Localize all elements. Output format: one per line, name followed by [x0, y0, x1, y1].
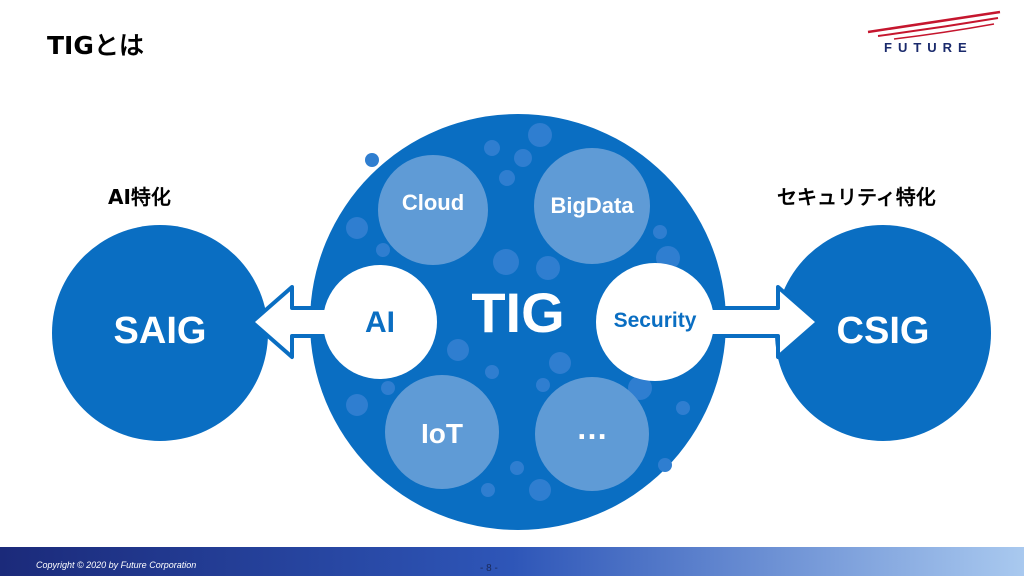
tig-label: TIG — [471, 281, 565, 344]
ai-bubble — [323, 265, 437, 379]
future-logo-icon — [867, 10, 1001, 40]
iot-bubble — [385, 375, 499, 489]
footer-bar — [0, 547, 1024, 576]
security-bubble — [596, 263, 714, 381]
right-caption: セキュリティ特化 — [777, 185, 936, 209]
iot-label: IoT — [421, 418, 463, 449]
left-caption: AI特化 — [108, 185, 171, 209]
page-number: - 8 - — [480, 563, 498, 574]
security-label: Security — [613, 309, 697, 332]
bigdata-label: BigData — [550, 193, 634, 218]
saig-label: SAIG — [113, 310, 207, 352]
more-label: … — [576, 410, 608, 446]
copyright-text: Copyright © 2020 by Future Corporation — [36, 560, 197, 570]
cloud-bubble — [378, 155, 488, 265]
cloud-label: Cloud — [401, 190, 465, 215]
more-bubble — [535, 377, 649, 491]
saig-circle — [52, 225, 268, 441]
logo-text: FUTURE — [884, 40, 973, 55]
csig-label: CSIG — [836, 310, 930, 352]
csig-circle — [775, 225, 991, 441]
page-title: TIGとは — [47, 31, 144, 60]
ai-label: AI — [365, 306, 395, 339]
bigdata-bubble — [534, 148, 650, 264]
